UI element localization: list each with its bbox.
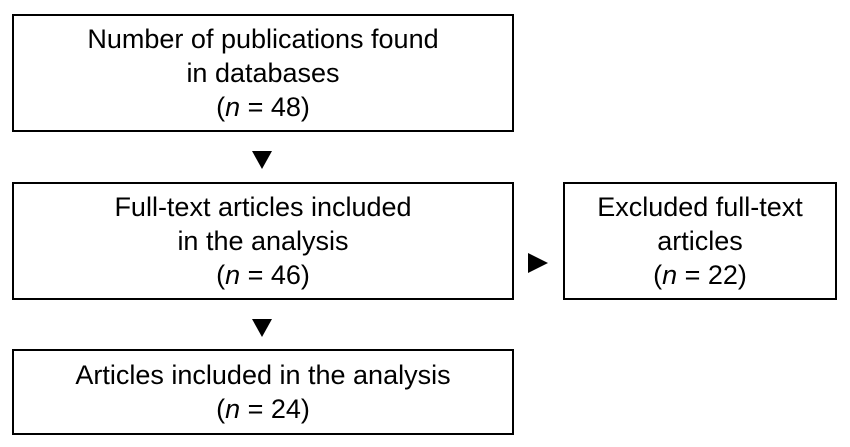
arrow-right-icon bbox=[528, 253, 548, 273]
box-fulltext-n-value: 46 bbox=[270, 260, 301, 290]
box-excluded-fulltext: Excluded full-text articles (n = 22) bbox=[563, 182, 837, 300]
box-excluded-line-1: Excluded full-text bbox=[597, 192, 803, 222]
box-excluded-n-label: n bbox=[662, 260, 678, 290]
box-excluded-n-value: 22 bbox=[707, 260, 738, 290]
arrow-down-icon bbox=[252, 319, 272, 337]
box-found-line-1: Number of publications found bbox=[87, 24, 439, 54]
box-included-count: (n = 24) bbox=[216, 394, 310, 424]
box-found-n-label: n bbox=[225, 92, 241, 122]
box-fulltext-count: (n = 46) bbox=[216, 260, 310, 290]
box-fulltext-line-2: in the analysis bbox=[177, 226, 349, 256]
box-excluded-count: (n = 22) bbox=[653, 260, 747, 290]
box-found-count: (n = 48) bbox=[216, 92, 310, 122]
box-included-n-value: 24 bbox=[270, 394, 301, 424]
box-articles-included: Articles included in the analysis (n = 2… bbox=[12, 349, 514, 435]
box-fulltext-n-label: n bbox=[225, 260, 241, 290]
box-included-line-1: Articles included in the analysis bbox=[75, 360, 451, 390]
box-included-n-label: n bbox=[225, 394, 241, 424]
box-fulltext-included: Full-text articles included in the analy… bbox=[12, 182, 514, 300]
box-publications-found: Number of publications found in database… bbox=[12, 14, 514, 132]
box-found-line-2: in databases bbox=[186, 58, 340, 88]
box-found-n-value: 48 bbox=[270, 92, 301, 122]
box-fulltext-line-1: Full-text articles included bbox=[114, 192, 412, 222]
arrow-down-icon bbox=[252, 151, 272, 169]
box-excluded-line-2: articles bbox=[657, 226, 743, 256]
